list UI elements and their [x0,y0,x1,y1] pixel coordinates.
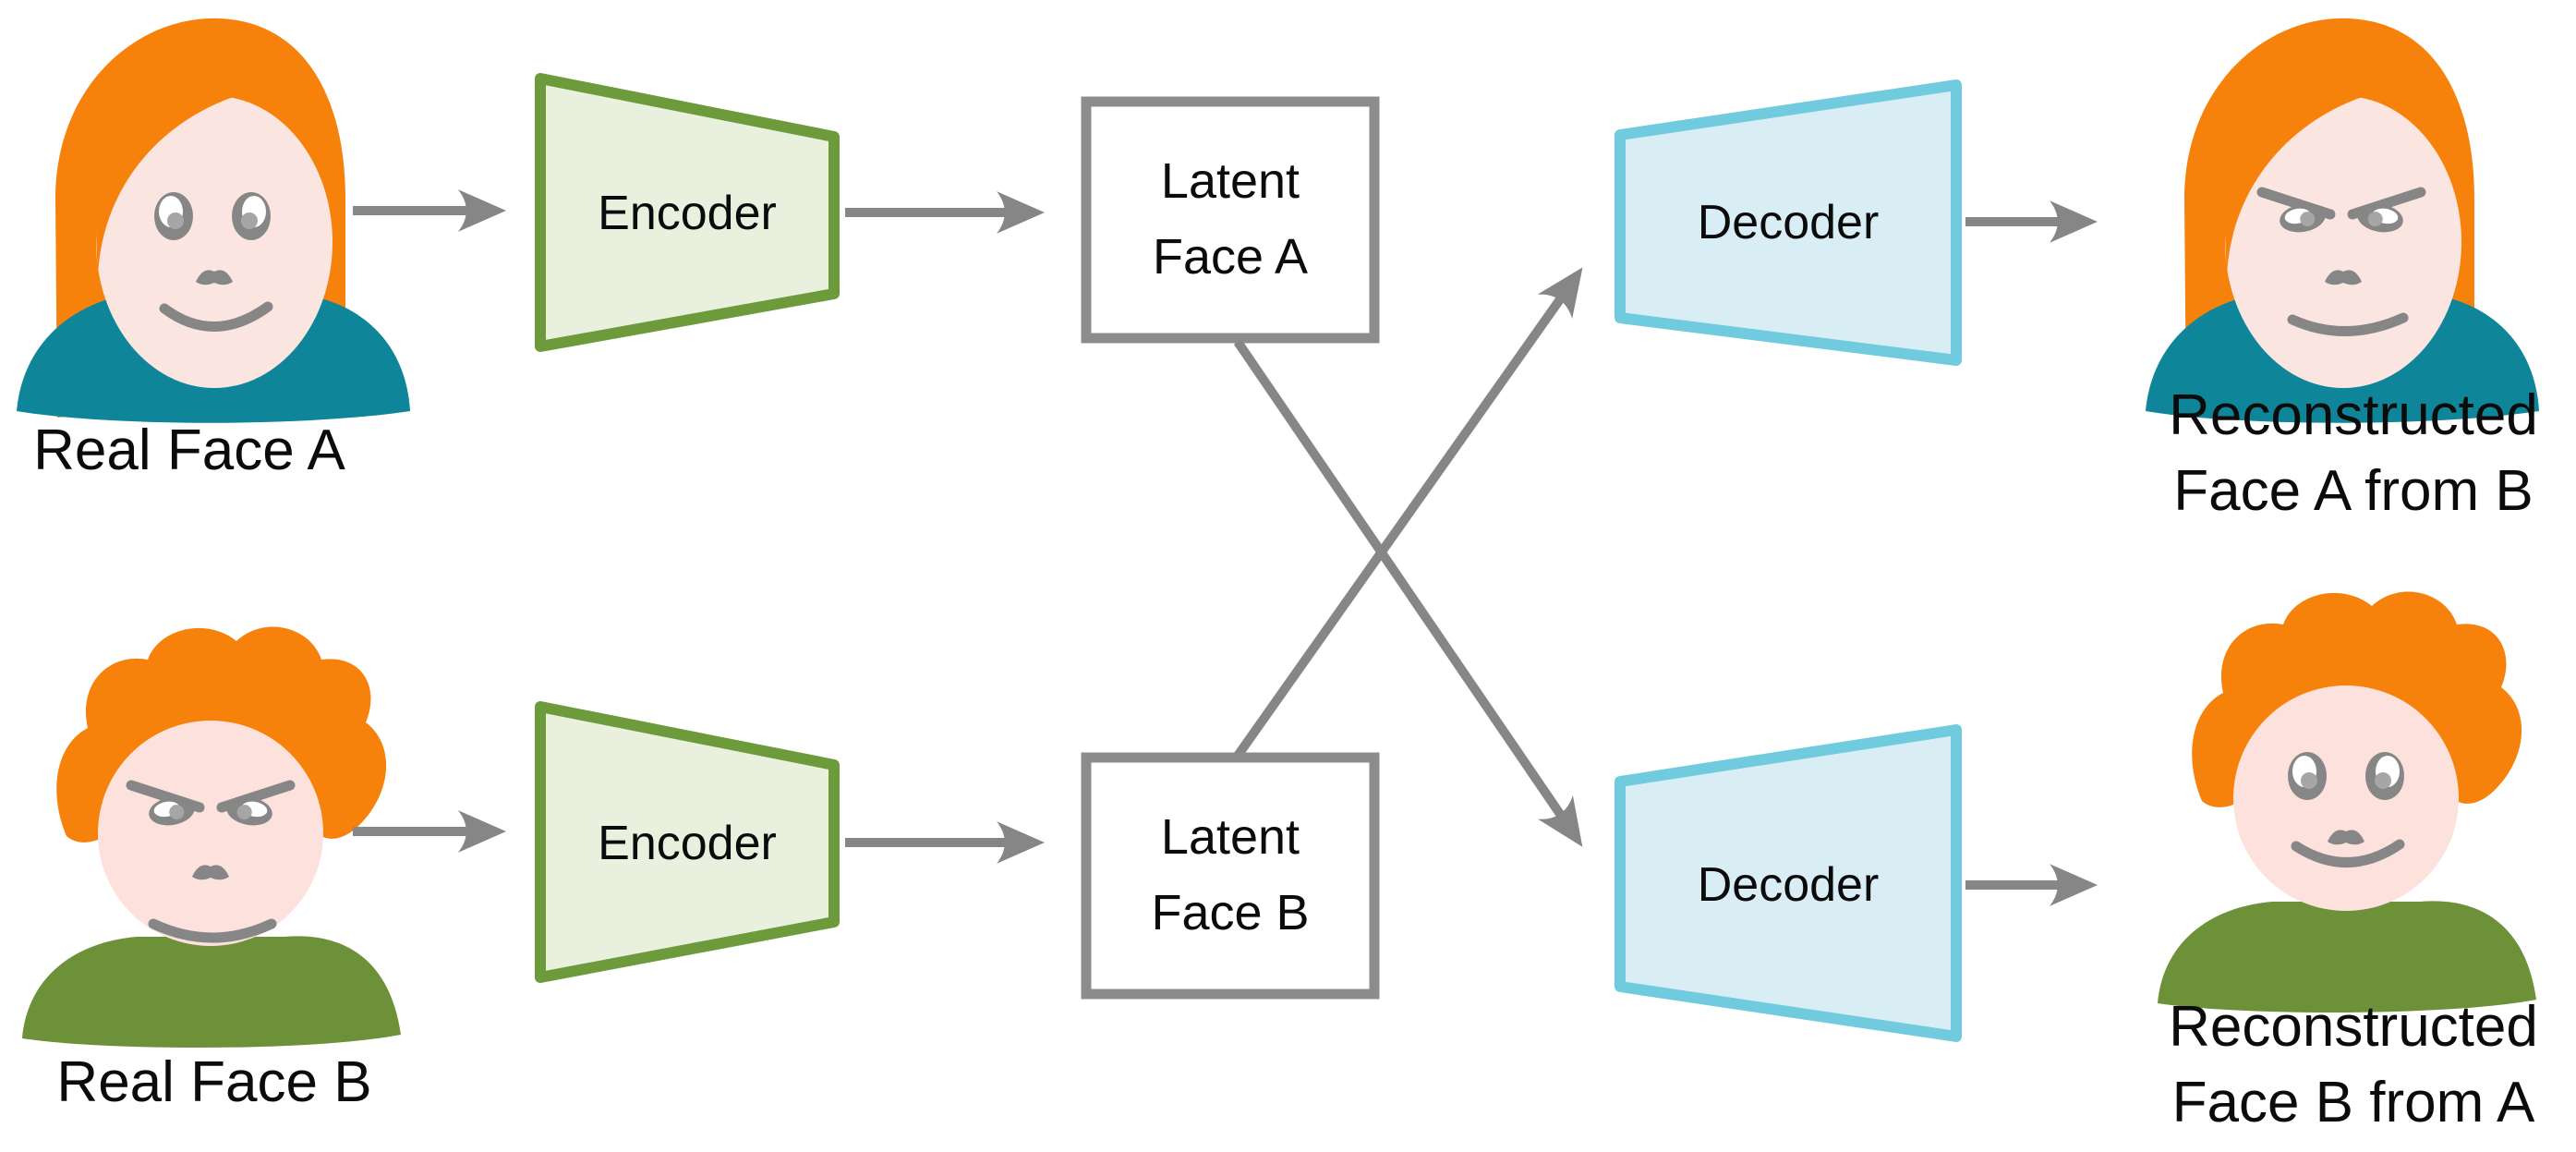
latent-face-b-line2: Face B [1151,885,1309,940]
caption-recon-b-line1: Reconstructed [2169,995,2538,1059]
woman-figure [2146,18,2539,423]
caption-recon-a-line2: Face A from B [2173,459,2533,523]
caption-real-face-a: Real Face A [33,418,345,482]
latent-face-b-node: Latent Face B [1081,752,1380,1000]
latent-face-b-line1: Latent [1161,809,1300,865]
encoder-top-shape [535,73,840,352]
right-eye-icon [2365,752,2404,800]
decoder-top-label: Decoder [1698,196,1880,249]
latent-face-a-box [1081,96,1380,344]
smile-mouth [159,301,273,332]
reconstructed-face-a-illustration [2146,18,2539,423]
decoder-bottom-node: Decoder [1615,724,1962,1042]
caption-recon-b-line2: Face B from A [2172,1071,2535,1134]
left-eye-icon [2288,752,2327,800]
encoder-top-label: Encoder [598,187,777,240]
decoder-top-shape [1615,79,1962,366]
latent-face-a-node: Latent Face A [1081,96,1380,344]
left-eye-icon [154,192,193,240]
arrow-latent-a-to-decoder-bottom [1233,339,1583,847]
woman-figure [17,18,410,423]
caption-recon-a-line1: Reconstructed [2169,383,2538,447]
latent-face-a-line2: Face A [1153,229,1308,285]
smile-mouth [2291,839,2405,867]
frown-mouth [2287,312,2409,336]
decoder-bottom-shape [1615,724,1962,1042]
real-face-b-illustration [22,627,401,1049]
encoder-bottom-node: Encoder [535,701,840,983]
right-eye-icon [232,192,271,240]
latent-face-b-box [1081,752,1380,1000]
encoder-top-node: Encoder [535,73,840,352]
encoder-bottom-shape [535,701,840,983]
frown-mouth [148,918,277,943]
caption-real-face-b: Real Face B [56,1050,371,1114]
decoder-top-node: Decoder [1615,79,1962,366]
arrow-latent-b-to-decoder-top [1233,267,1583,758]
real-face-a-illustration [17,18,410,423]
encoder-bottom-label: Encoder [598,817,777,870]
latent-face-a-line1: Latent [1161,153,1300,209]
reconstructed-face-b-illustration [2158,592,2536,1013]
boy-figure [22,627,401,1049]
boy-figure [2158,592,2536,1013]
decoder-bottom-label: Decoder [1698,858,1880,912]
